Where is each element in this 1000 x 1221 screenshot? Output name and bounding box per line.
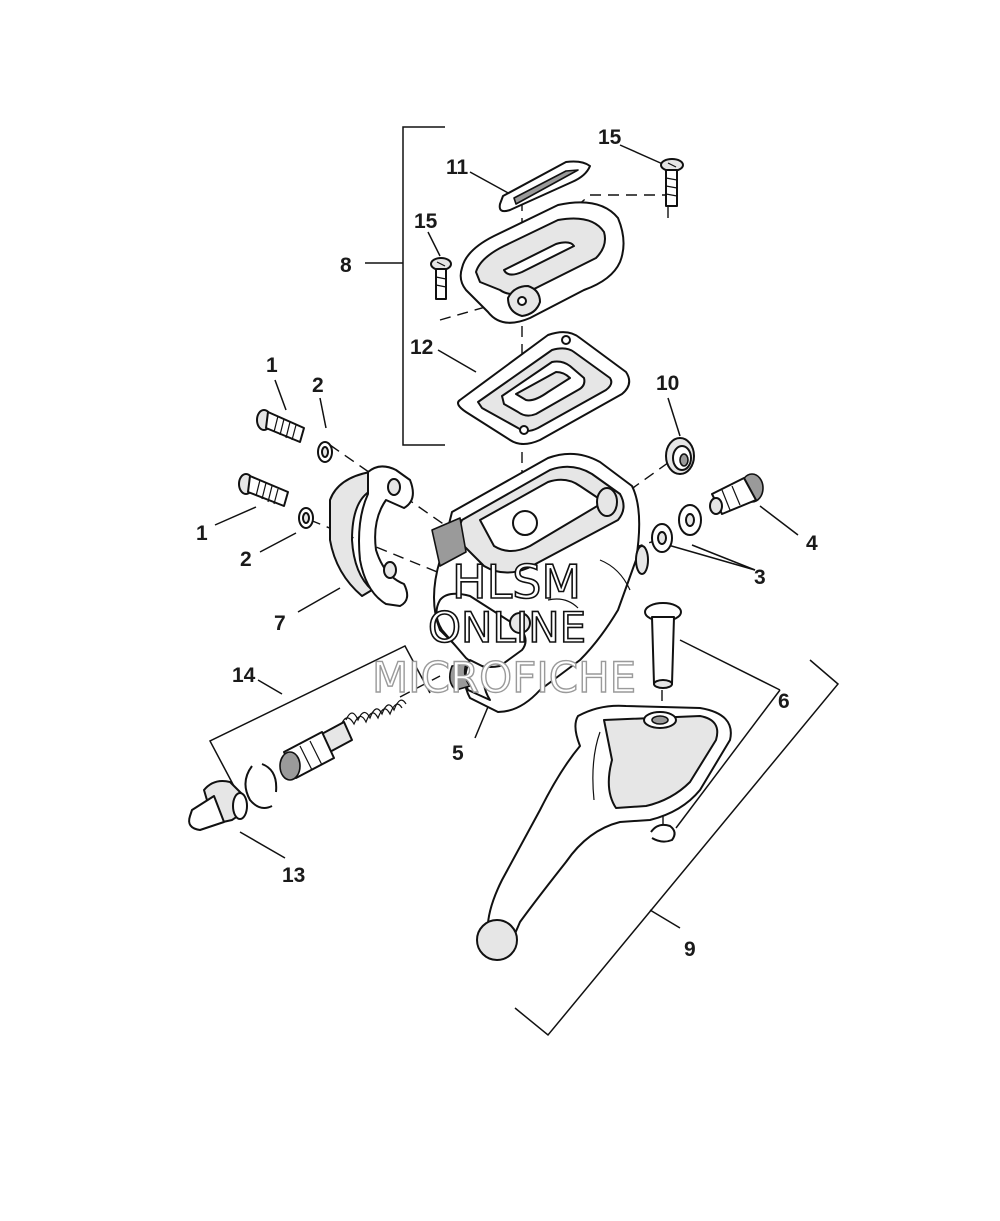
bracket-8 bbox=[365, 126, 445, 446]
master-cylinder-body-part-5 bbox=[431, 452, 649, 713]
watermark: HLSM ONLINE MICROFICHE bbox=[371, 554, 637, 703]
callout-11: 11 bbox=[446, 156, 469, 179]
washer-part-3-a bbox=[651, 523, 673, 553]
lever-part-9 bbox=[476, 704, 732, 961]
callout-2-lower: 2 bbox=[240, 548, 252, 571]
callouts: 1 2 1 2 3 4 5 6 7 8 9 10 11 12 13 14 15 … bbox=[196, 126, 818, 961]
washer-part-3-b bbox=[678, 504, 702, 536]
pivot-pin-part-6 bbox=[644, 602, 682, 689]
decal-part-11 bbox=[498, 160, 591, 213]
callout-4: 4 bbox=[806, 532, 818, 555]
retaining-ring-part-14 bbox=[244, 763, 278, 809]
callout-14: 14 bbox=[232, 664, 256, 687]
callout-10: 10 bbox=[656, 372, 679, 395]
fitting-part-4 bbox=[709, 473, 764, 515]
callout-3: 3 bbox=[754, 566, 766, 589]
gasket-part-12 bbox=[457, 331, 631, 445]
callout-6: 6 bbox=[778, 690, 790, 713]
washer-part-2-lower bbox=[298, 507, 314, 529]
watermark-line-3: MICROFICHE bbox=[372, 653, 636, 702]
screw-part-15-left bbox=[430, 257, 452, 300]
screw-part-15-right bbox=[660, 158, 684, 207]
callout-5: 5 bbox=[452, 742, 464, 765]
callout-13: 13 bbox=[282, 864, 305, 887]
bolt-part-1-lower bbox=[238, 473, 289, 507]
bracket-9 bbox=[514, 659, 840, 1037]
callout-1-upper: 1 bbox=[266, 354, 278, 377]
bracket-14 bbox=[208, 645, 431, 791]
callout-1-lower: 1 bbox=[196, 522, 208, 545]
boot-part-13 bbox=[188, 780, 248, 831]
reservoir-cover bbox=[459, 201, 625, 324]
watermark-line-1: HLSM bbox=[452, 555, 581, 609]
piston-assembly-part-14 bbox=[279, 699, 407, 781]
callout-9: 9 bbox=[684, 938, 696, 961]
fitting-part-10 bbox=[665, 437, 695, 475]
bolt-part-1-upper bbox=[256, 409, 305, 443]
callout-12: 12 bbox=[410, 336, 433, 359]
watermark-line-2: ONLINE bbox=[428, 603, 586, 652]
callout-15-right: 15 bbox=[598, 126, 622, 149]
leader-lines bbox=[214, 144, 799, 859]
callout-7: 7 bbox=[274, 612, 286, 635]
callout-15-left: 15 bbox=[414, 210, 438, 233]
callout-8: 8 bbox=[340, 254, 352, 277]
washer-part-2-upper bbox=[317, 441, 333, 463]
clamp-part-7 bbox=[329, 465, 414, 607]
callout-2-upper: 2 bbox=[312, 374, 324, 397]
clip-part-6 bbox=[650, 823, 676, 843]
